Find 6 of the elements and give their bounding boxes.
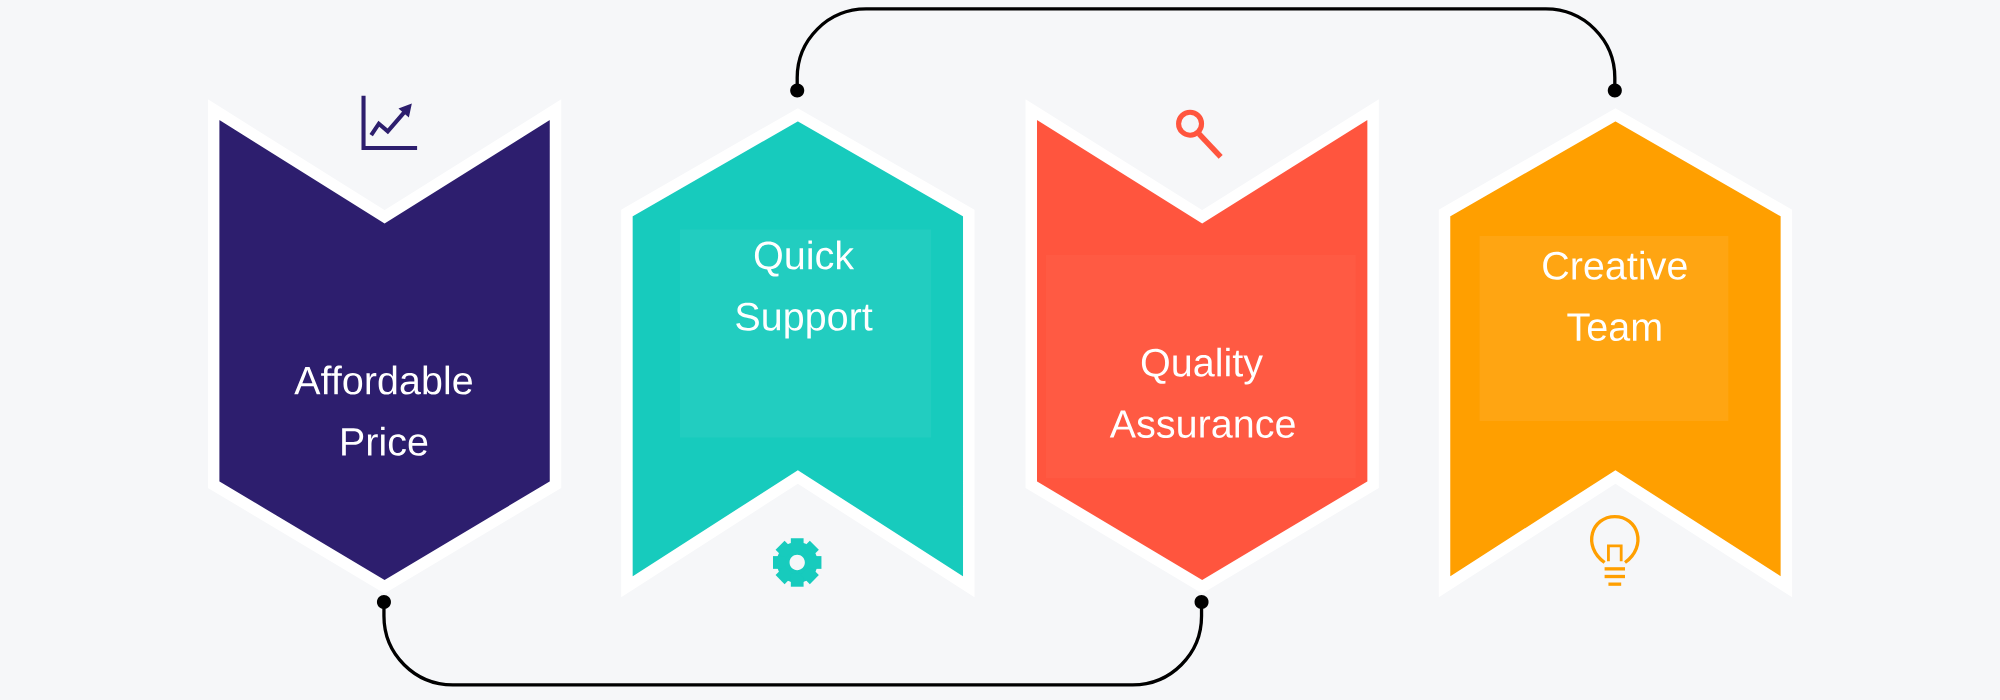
connector-line bbox=[790, 7, 1622, 98]
chevron-box: Creative Team bbox=[1438, 108, 1793, 598]
chevron-box: Quality Assurance bbox=[1025, 99, 1379, 594]
connector-line bbox=[376, 594, 1209, 687]
chevron-box: Quick Support bbox=[621, 108, 975, 598]
chevron-box: Affordable Price bbox=[207, 99, 562, 594]
